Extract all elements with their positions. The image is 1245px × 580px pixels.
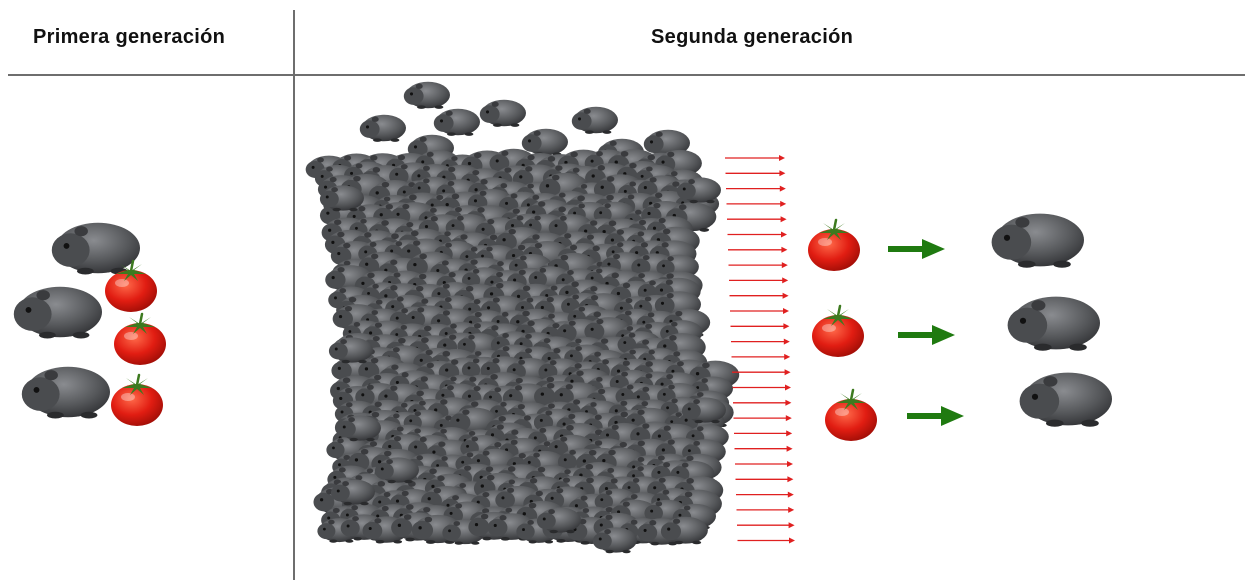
red-arrow-icon bbox=[732, 384, 791, 391]
guinea-pig-icon bbox=[991, 213, 1084, 268]
guinea-pig-icon bbox=[403, 81, 450, 109]
tomato-icon bbox=[810, 304, 866, 359]
red-arrow-icon bbox=[734, 445, 793, 452]
red-arrow-icon bbox=[733, 399, 792, 406]
red-arrow-icon bbox=[729, 292, 789, 299]
guinea-pig-icon bbox=[51, 222, 140, 275]
red-arrow-icon bbox=[737, 522, 795, 529]
red-arrow-icon bbox=[734, 430, 793, 437]
red-arrow-icon bbox=[727, 231, 787, 238]
red-arrow-icon bbox=[735, 476, 794, 483]
red-arrow-icon bbox=[736, 506, 795, 513]
guinea-pig-icon bbox=[13, 286, 102, 339]
guinea-pig-icon bbox=[1019, 372, 1112, 427]
first-generation-group bbox=[13, 222, 168, 428]
red-arrow-icon bbox=[733, 415, 792, 422]
red-arrow-icon bbox=[728, 262, 788, 269]
guinea-pig-icon bbox=[521, 128, 568, 156]
green-arrow-icon bbox=[888, 239, 945, 259]
selection-arrows bbox=[725, 155, 795, 544]
red-arrow-icon bbox=[737, 537, 795, 544]
red-arrow-icon bbox=[725, 170, 786, 177]
tomato-icon bbox=[823, 388, 879, 443]
first-generation-header: Primera generación bbox=[33, 26, 226, 48]
second-generation-header: Segunda generación bbox=[651, 26, 854, 48]
survivors-group bbox=[806, 213, 1112, 443]
red-arrow-icon bbox=[728, 246, 788, 253]
column-divider-vertical bbox=[293, 10, 295, 580]
guinea-pig-icon bbox=[479, 99, 526, 127]
red-arrow-icon bbox=[730, 308, 789, 314]
guinea-pig-icon bbox=[433, 108, 480, 136]
guinea-pig-icon bbox=[21, 366, 110, 419]
red-arrow-icon bbox=[726, 185, 786, 192]
guinea-pig-icon bbox=[571, 106, 618, 134]
red-arrow-icon bbox=[725, 155, 785, 161]
tomato-icon bbox=[109, 373, 165, 428]
header-divider-horizontal bbox=[8, 74, 1245, 76]
red-arrow-icon bbox=[731, 353, 791, 360]
red-arrow-icon bbox=[731, 338, 790, 345]
tomato-icon bbox=[112, 312, 168, 367]
green-arrow-icon bbox=[907, 406, 964, 426]
guinea-pig-icon bbox=[359, 114, 406, 142]
red-arrow-icon bbox=[727, 216, 787, 223]
tomato-icon bbox=[806, 218, 862, 273]
red-arrow-icon bbox=[735, 461, 793, 467]
guinea-pig-icon bbox=[1007, 296, 1100, 351]
red-arrow-icon bbox=[736, 491, 794, 498]
red-arrow-icon bbox=[732, 369, 791, 376]
green-arrow-icon bbox=[898, 325, 955, 345]
red-arrow-icon bbox=[726, 200, 787, 207]
red-arrow-icon bbox=[729, 277, 789, 284]
red-arrow-icon bbox=[730, 323, 790, 330]
guinea-pig-crowd bbox=[305, 81, 740, 554]
